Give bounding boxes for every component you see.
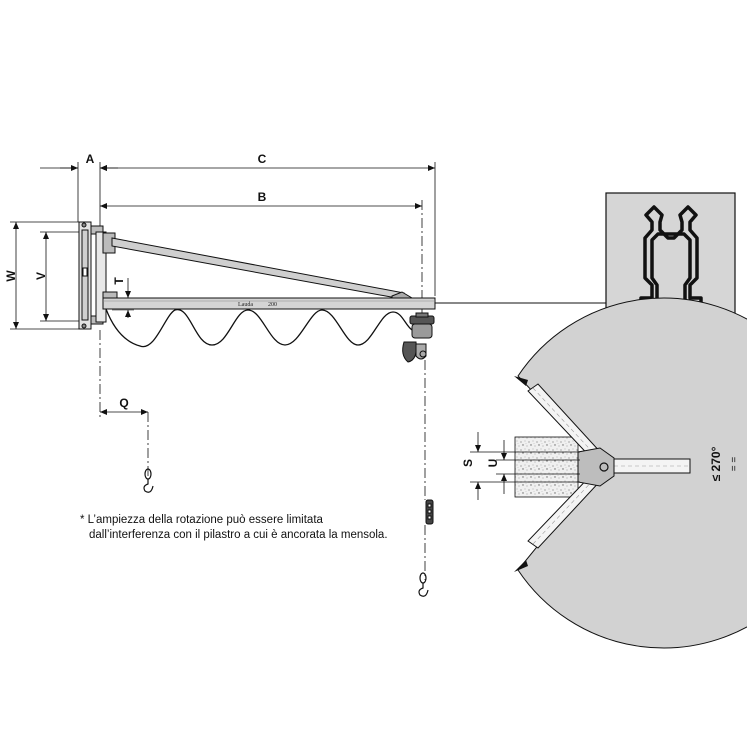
dim-label-u: U	[486, 459, 500, 468]
rotation-angle-label: ≤ 270°	[709, 446, 723, 481]
dim-label-a: A	[86, 152, 95, 166]
dim-label-w: W	[4, 270, 18, 282]
chain-hoist	[402, 312, 435, 363]
beam-capacity: 200	[268, 302, 277, 308]
note-line-1: * L’ampiezza della rotazione può essere …	[80, 514, 323, 526]
dim-label-q: Q	[119, 396, 128, 410]
dim-label-v: V	[34, 272, 48, 280]
wall-bracket	[78, 221, 107, 330]
dim-label-s: S	[461, 459, 475, 467]
note-line-2: dall’interferenza con il pilastro a cui …	[89, 529, 388, 541]
hook-lowered	[418, 572, 429, 597]
dim-label-c: C	[258, 152, 267, 166]
rotation-symbol: = =	[729, 457, 740, 472]
beam-brand: Lauda	[238, 302, 253, 308]
rail-profile-shape	[639, 205, 703, 305]
festoon-cable	[105, 308, 413, 348]
rotation-note: * L’ampiezza della rotazione può essere …	[80, 513, 440, 543]
side-elevation: A C B W V T Q	[4, 152, 436, 597]
hook-raised	[143, 468, 154, 493]
dim-label-b: B	[258, 190, 267, 204]
plan-view: S U ≤ 270° = =	[461, 297, 747, 649]
tie-rod	[111, 237, 414, 300]
hub-pin	[599, 462, 609, 472]
pendant-control	[425, 499, 434, 525]
dim-label-t: T	[112, 277, 126, 285]
pillar	[514, 436, 579, 498]
